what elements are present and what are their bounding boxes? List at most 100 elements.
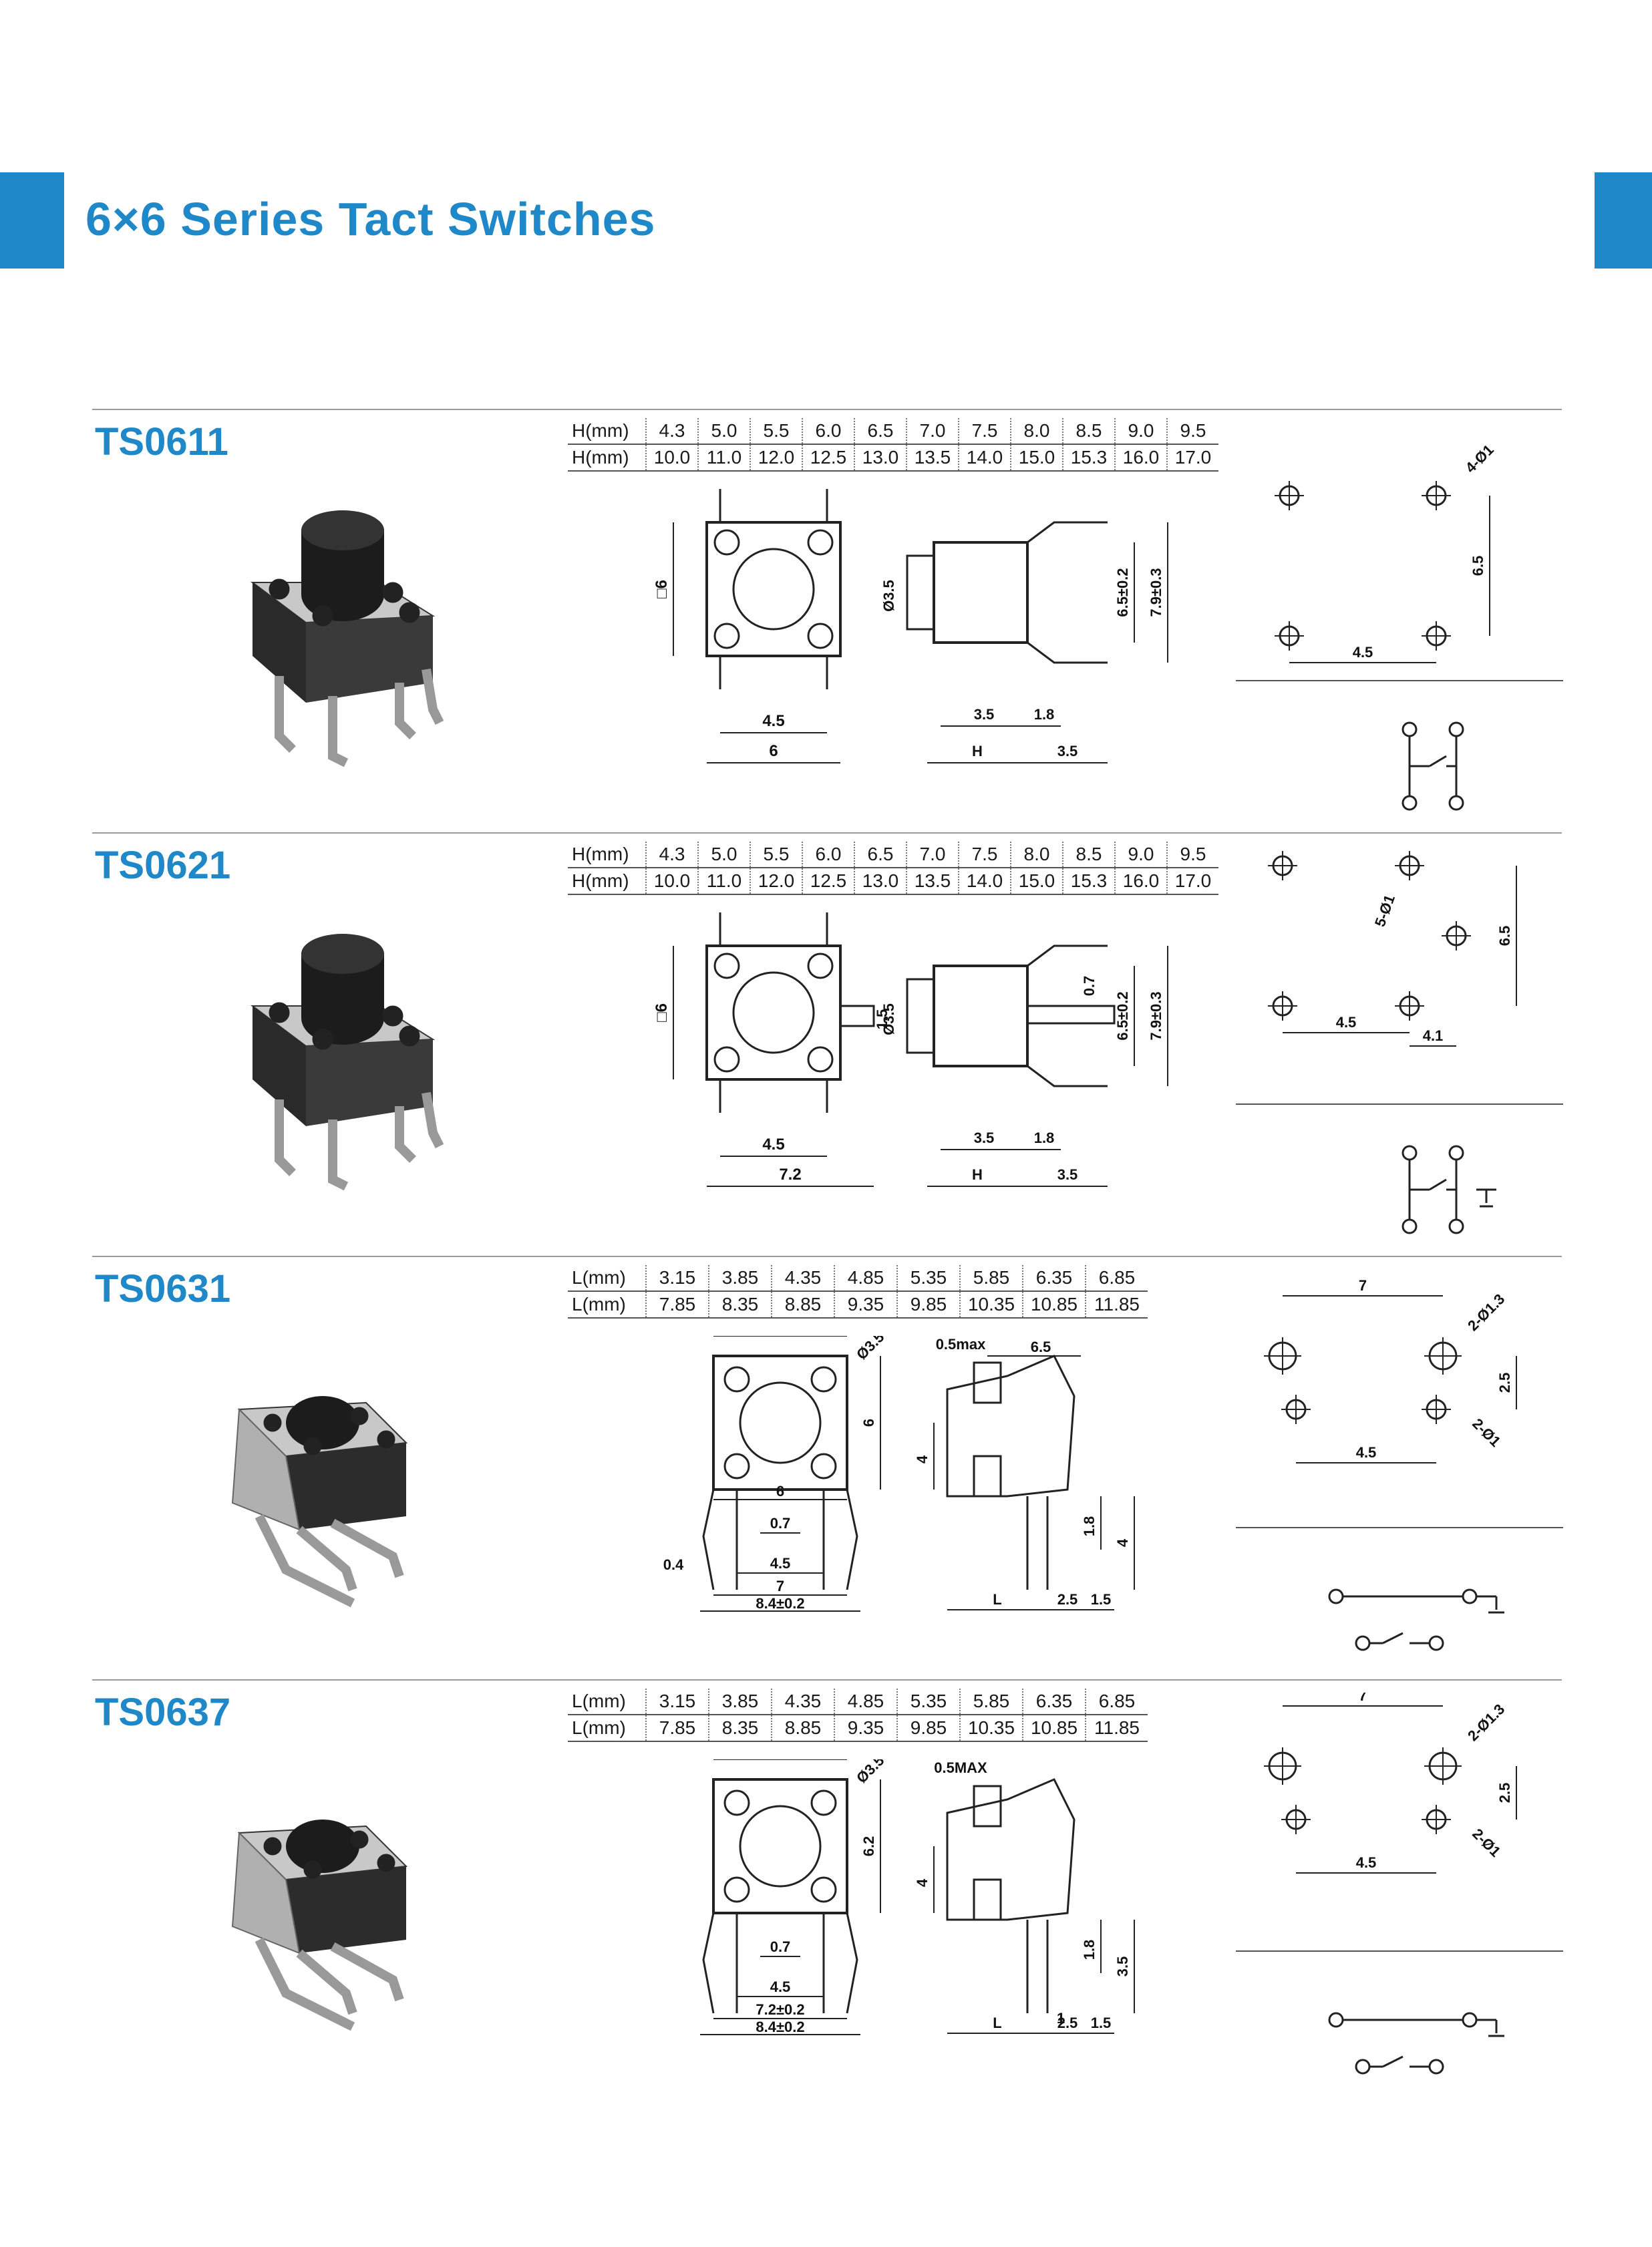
table-cell: 6.5	[854, 418, 906, 445]
table-cell: 6.85	[1085, 1689, 1148, 1715]
dimension-label: 6.5	[1496, 926, 1513, 946]
dimension-label: 6	[860, 1419, 877, 1427]
dimension-label: 2-Ø1.3	[1464, 1701, 1508, 1744]
pcb-layout: 72-Ø1.32.52-Ø14.5	[1264, 1277, 1517, 1651]
table-cell: 7.85	[645, 1291, 709, 1319]
table-cell: 3.85	[708, 1265, 772, 1292]
table-cell: 7.5	[958, 418, 1011, 445]
table-cell: 7.0	[906, 842, 959, 868]
table-cell: 8.35	[708, 1715, 772, 1742]
dimension-label: 3.5	[1114, 1956, 1131, 1977]
table-cell: 8.5	[1062, 842, 1115, 868]
table-row-label: H(mm)	[568, 444, 646, 472]
table-cell: 6.5	[854, 842, 906, 868]
dimension-label: 6.5±0.2	[1114, 568, 1131, 617]
table-cell: 8.0	[1010, 418, 1063, 445]
table-cell: 12.5	[802, 868, 854, 895]
dimension-label: L	[993, 1591, 1001, 1608]
table-cell: 10.35	[959, 1715, 1023, 1742]
table-cell: 15.0	[1010, 444, 1063, 472]
table-cell: 7.0	[906, 418, 959, 445]
table-cell: 13.5	[906, 868, 959, 895]
dimension-label: 0.7	[770, 1515, 791, 1532]
dimension-label: L	[993, 2015, 1001, 2031]
table-cell: 8.85	[771, 1291, 834, 1319]
table-cell: 5.85	[959, 1689, 1023, 1715]
model-number: TS0611	[95, 420, 228, 464]
pcb-layout: 4-Ø16.54.5	[1275, 442, 1497, 811]
left-edge-tab	[0, 172, 64, 269]
table-cell: 4.85	[834, 1265, 897, 1292]
dimension-label: 4.5	[762, 1136, 784, 1154]
dimension-label: 7	[1359, 1693, 1367, 1704]
table-cell: 16.0	[1114, 444, 1167, 472]
table-row-label: L(mm)	[568, 1715, 646, 1742]
pcb-separator	[1236, 1103, 1563, 1105]
right-edge-tab	[1595, 172, 1652, 269]
table-cell: 10.0	[645, 444, 698, 472]
dimension-label: 3.5	[1057, 1166, 1078, 1183]
dimension-label: 6.5	[1470, 556, 1486, 576]
table-cell: 9.85	[896, 1291, 960, 1319]
dimension-label: 2-Ø1	[1469, 1415, 1504, 1450]
dimension-label: 8.4±0.2	[756, 2019, 804, 2035]
table-cell: 16.0	[1114, 868, 1167, 895]
table-cell: 8.0	[1010, 842, 1063, 868]
dimension-label: 4	[914, 1878, 931, 1887]
dimension-label: 4.5	[770, 1555, 791, 1572]
table-cell: 15.3	[1062, 444, 1115, 472]
dimension-label: 0.4	[663, 1556, 684, 1573]
table-cell: 10.85	[1022, 1291, 1086, 1319]
table-cell: 11.85	[1085, 1291, 1148, 1319]
dimension-label: Ø3.5	[880, 1003, 897, 1035]
table-cell: 6.85	[1085, 1265, 1148, 1292]
dimension-label: 7.9±0.3	[1148, 991, 1164, 1040]
dimension-label: 1.5	[1091, 2015, 1112, 2031]
pcb-layout: 72-Ø1.32.52-Ø14.5	[1264, 1693, 1517, 2075]
pcb-layout: 5-Ø16.54.54.1	[1268, 851, 1517, 1234]
pcb-separator	[1236, 1527, 1563, 1528]
dimension-label: Ø3.5	[853, 1336, 887, 1363]
table-row-label: H(mm)	[568, 868, 646, 895]
table-cell: 14.0	[958, 868, 1011, 895]
dimension-label: 4	[1114, 1538, 1131, 1547]
table-cell: 6.35	[1022, 1689, 1086, 1715]
table-cell: 7.5	[958, 842, 1011, 868]
table-cell: 9.0	[1114, 842, 1167, 868]
table-row-label: L(mm)	[568, 1689, 646, 1715]
section-divider	[92, 1256, 1562, 1257]
dimension-label: 7.9±0.3	[1148, 568, 1164, 617]
switch-photo	[251, 934, 444, 1191]
dimension-label: 1.5	[874, 1009, 890, 1030]
pcb-separator	[1236, 1950, 1563, 1952]
table-cell: 13.5	[906, 444, 959, 472]
table-cell: 3.15	[645, 1265, 709, 1292]
dimension-label: H	[972, 743, 983, 759]
dimension-label: 4.5	[1336, 1014, 1357, 1031]
dimension-label: 4.5	[762, 712, 784, 730]
table-cell: 4.85	[834, 1689, 897, 1715]
dimension-label: 1.5	[1091, 1591, 1112, 1608]
table-cell: 3.85	[708, 1689, 772, 1715]
table-cell: 4.35	[771, 1265, 834, 1292]
dimension-label: 4.5	[770, 1978, 791, 1995]
table-cell: 11.0	[697, 444, 750, 472]
mechanical-drawing: 7.4Ø3.5660.70.44.578.4±0.20.5max6.541.84…	[663, 1336, 1135, 1612]
table-cell: 11.85	[1085, 1715, 1148, 1742]
dimension-label: 6.5	[1031, 1339, 1051, 1355]
table-cell: 5.5	[750, 842, 802, 868]
dimension-label: 7	[776, 1578, 784, 1594]
dimension-label: □6	[653, 580, 671, 598]
dimension-label: 6	[769, 742, 778, 760]
section-divider	[92, 832, 1562, 834]
dimension-label: 2-Ø1	[1469, 1826, 1504, 1860]
dimension-label: 0.5MAX	[934, 1759, 987, 1776]
table-cell: 15.3	[1062, 868, 1115, 895]
table-cell: 7.85	[645, 1715, 709, 1742]
table-cell: 8.35	[708, 1291, 772, 1319]
